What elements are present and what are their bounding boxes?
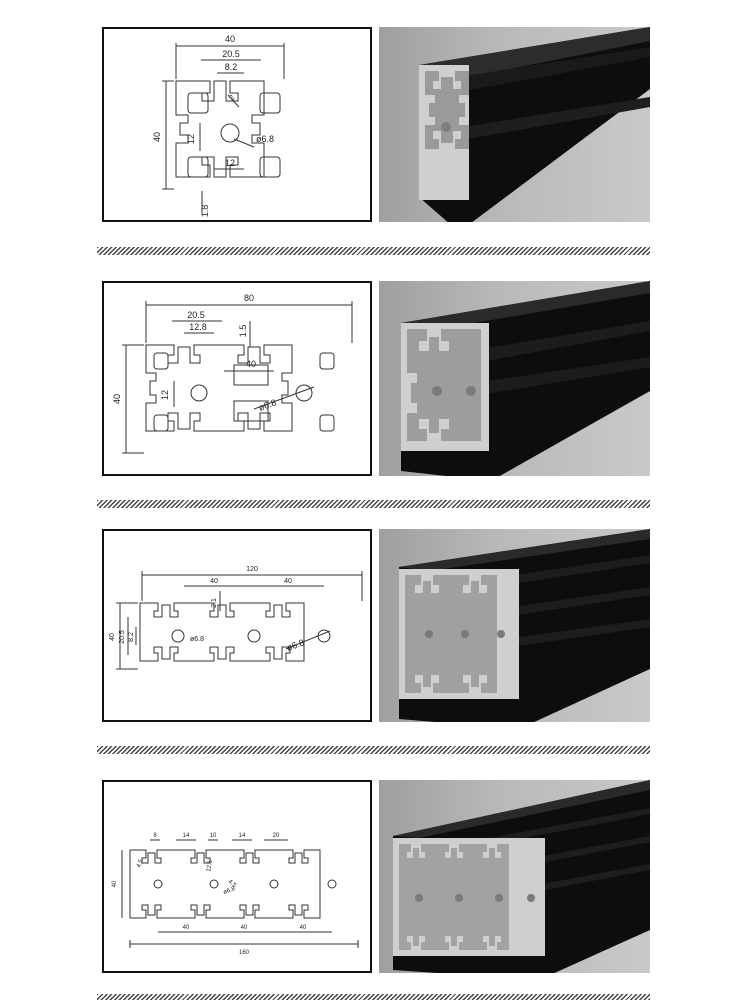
dim-overall-width: 40	[225, 34, 235, 44]
photo-40x80-profile	[379, 281, 650, 476]
profile-drawing-40x40: 40 20.5 8.2 40 12 12 ø6.8 1.8 2	[152, 34, 285, 218]
dim-height: 40	[109, 633, 116, 641]
dim-inner: 12.5	[206, 859, 214, 872]
dim-bottom-3: 40	[300, 925, 307, 931]
profile-drawing-40x120: 120 40 40 40 20.5 8.2 2.1 ø6.8 ø6.8	[109, 566, 363, 670]
drawing-card-40x120: 120 40 40 40 20.5 8.2 2.1 ø6.8 ø6.8	[102, 529, 372, 722]
dim-slot-opening: 12.8	[189, 322, 207, 332]
dim-height: 40	[112, 880, 118, 887]
dim-hole-diameter: ø6.8	[223, 886, 237, 896]
dim-segment-1: 40	[210, 578, 218, 585]
dim-wall: 1.8	[200, 205, 210, 218]
dim-height-3: 8.2	[128, 632, 135, 642]
dim-inner-height: 12	[186, 134, 196, 144]
dim-lip: 2.1	[211, 598, 218, 608]
dim-segment-2: 40	[284, 578, 292, 585]
dim-height-2: 20.5	[119, 630, 126, 644]
dim-center-width: 40	[246, 359, 256, 369]
dim-overall-width: 80	[244, 293, 254, 303]
dim-hole-1: ø6.8	[190, 636, 204, 643]
dim-hole-diameter: ø6.8	[257, 397, 277, 413]
dim-height: 40	[112, 394, 122, 404]
dim-slot-opening: 8.2	[225, 62, 238, 72]
hatched-divider	[97, 746, 650, 754]
drawing-card-40x160: 8 14 10 14 20 40 4.5 12.5 4.5 ø6.8 40 40…	[102, 780, 372, 973]
dim-top-3: 10	[210, 833, 217, 839]
profile-drawing-40x160: 8 14 10 14 20 40 4.5 12.5 4.5 ø6.8 40 40…	[112, 833, 359, 956]
dim-bottom-2: 40	[241, 925, 248, 931]
dim-inner-width: 12	[225, 158, 235, 168]
dim-hole-2: ø6.8	[285, 637, 305, 653]
dim-top-4: 14	[239, 833, 246, 839]
dim-top-2: 14	[183, 833, 190, 839]
dim-top-5: 20	[273, 833, 280, 839]
dim-small: 4.5	[136, 858, 145, 869]
dim-overall-width: 160	[239, 950, 250, 956]
hatched-divider	[97, 500, 650, 508]
dim-slot-pitch: 20.5	[187, 310, 205, 320]
drawing-card-40x80: 80 20.5 12.8 1.5 40 12 40 ø6.8	[102, 281, 372, 476]
dim-height: 40	[152, 132, 162, 142]
dim-slot-pitch: 20.5	[222, 49, 240, 59]
dim-lip: 1.5	[238, 325, 248, 338]
dim-top-1: 8	[153, 833, 157, 839]
photo-40x160-profile	[379, 780, 650, 973]
dim-overall-width: 120	[246, 566, 258, 573]
profile-drawing-40x80: 80 20.5 12.8 1.5 40 12 40 ø6.8	[112, 293, 353, 454]
dim-corner: 2	[227, 93, 237, 103]
hatched-divider	[97, 247, 650, 255]
drawing-card-40x40: 40 20.5 8.2 40 12 12 ø6.8 1.8 2	[102, 27, 372, 222]
photo-40x40-profile	[379, 27, 650, 222]
dim-hole-diameter: ø6.8	[256, 134, 274, 144]
dim-lip: 4.5	[227, 879, 238, 889]
dim-bottom-1: 40	[183, 925, 190, 931]
hatched-divider	[97, 994, 650, 1000]
dim-inner-height: 12	[160, 390, 170, 400]
photo-40x120-profile	[379, 529, 650, 722]
